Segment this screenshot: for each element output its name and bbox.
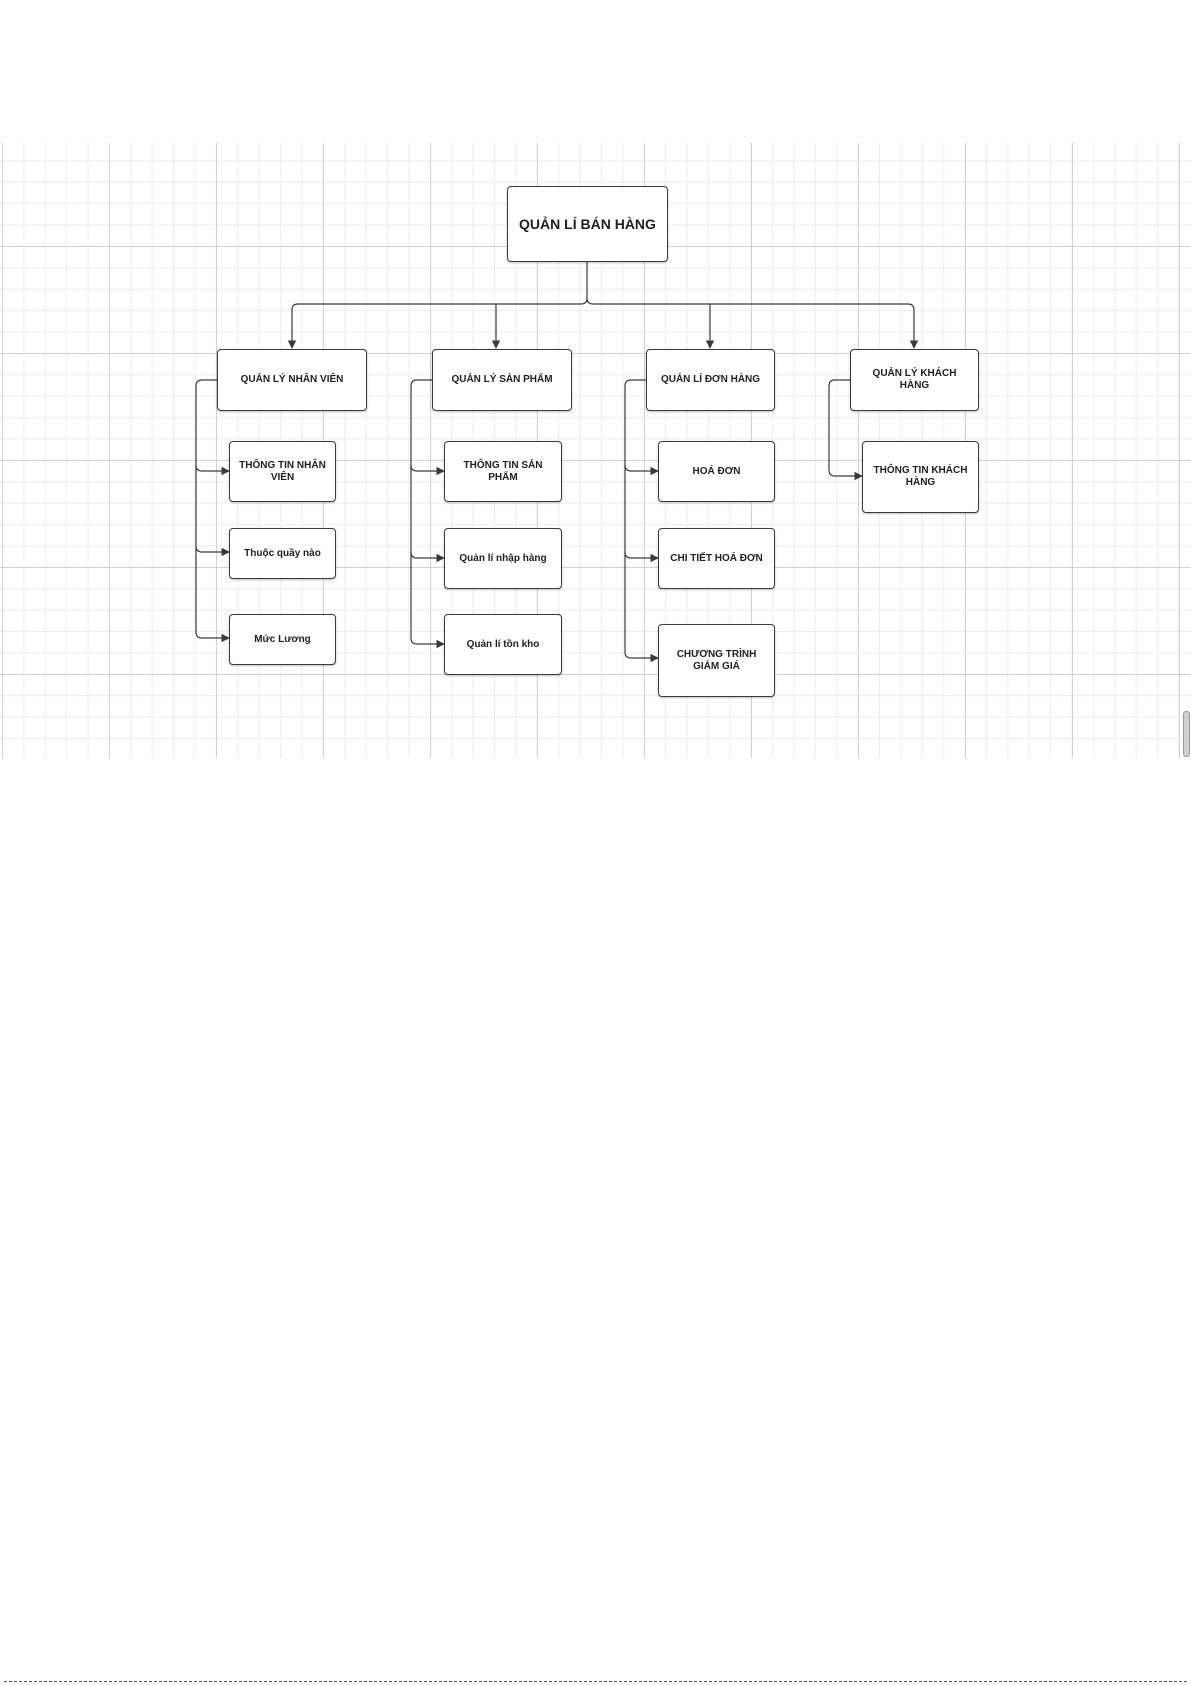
branch-node-khach-hang[interactable]: QUẢN LÝ KHÁCH HÀNG	[850, 349, 979, 411]
leaf-node-muc-luong[interactable]: Mức Lương	[229, 614, 336, 665]
leaf-node-quan-li-ton-kho[interactable]: Quản lí tồn kho	[444, 614, 562, 675]
connector-branch-1-child-1	[196, 465, 229, 471]
branch-node-nhan-vien[interactable]: QUẢN LÝ NHÂN VIÊN	[217, 349, 367, 411]
connector-branch-3-child-2	[625, 552, 658, 558]
root-node[interactable]: QUẢN LÍ BÁN HÀNG	[507, 186, 668, 262]
connector-branch-3-spine	[625, 380, 658, 658]
leaf-node-thuoc-quay-nao[interactable]: Thuộc quầy nào	[229, 528, 336, 579]
leaf-node-thong-tin-nhan-vien[interactable]: THÔNG TIN NHÂN VIÊN	[229, 441, 336, 502]
leaf-node-chi-tiet-hoa-don[interactable]: CHI TIẾT HOÁ ĐƠN	[658, 528, 775, 589]
connector-branch-2-child-2	[411, 552, 444, 558]
leaf-node-thong-tin-khach-hang[interactable]: THÔNG TIN KHÁCH HÀNG	[862, 441, 979, 513]
branch-node-san-pham[interactable]: QUẢN LÝ SẢN PHẨM	[432, 349, 572, 411]
connector-root-to-branch-4	[587, 298, 914, 348]
connector-branch-2-child-1	[411, 465, 444, 471]
connector-branch-1-spine	[196, 380, 229, 638]
connector-branch-1-child-2	[196, 546, 229, 552]
leaf-node-thong-tin-san-pham[interactable]: THÔNG TIN SẢN PHẨM	[444, 441, 562, 502]
scroll-handle[interactable]	[1183, 711, 1190, 757]
branch-node-don-hang[interactable]: QUẢN LÍ ĐƠN HÀNG	[646, 349, 775, 411]
leaf-node-chuong-trinh-giam-gia[interactable]: CHƯƠNG TRÌNH GIẢM GIÁ	[658, 624, 775, 697]
connector-branch-2-spine	[411, 380, 444, 644]
leaf-node-quan-li-nhap-hang[interactable]: Quản lí nhập hàng	[444, 528, 562, 589]
connector-root-trunk	[292, 262, 587, 310]
connector-branch-3-child-1	[625, 465, 658, 471]
leaf-node-hoa-don[interactable]: HOÁ ĐƠN	[658, 441, 775, 502]
page-break-line	[4, 1681, 1187, 1682]
